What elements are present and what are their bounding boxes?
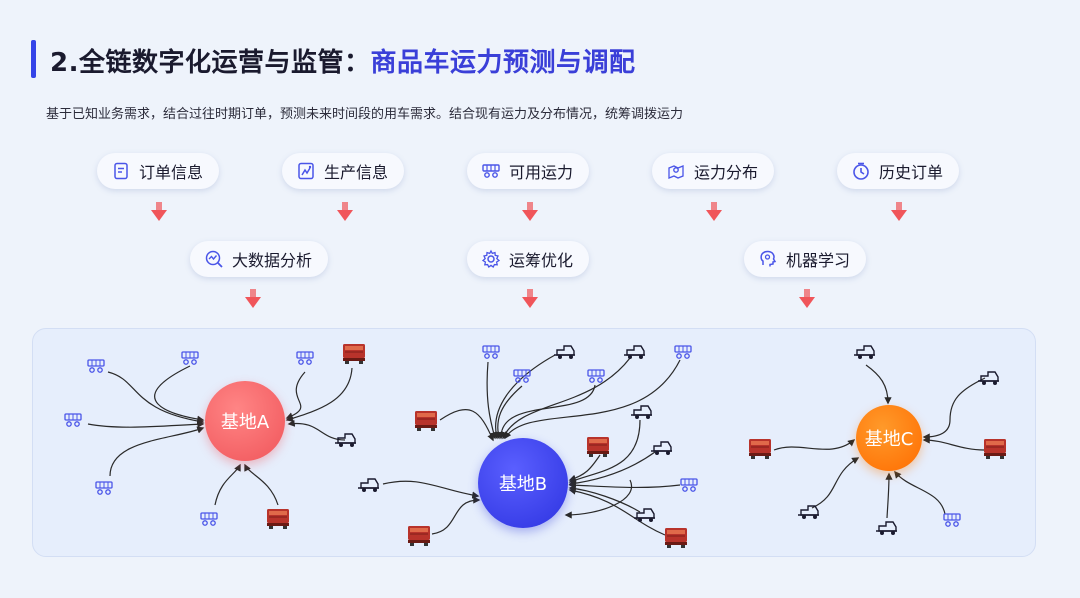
input-label: 运力分布 <box>694 163 759 182</box>
red-truck-icon <box>266 508 290 530</box>
page-title: 2.全链数字化运营与监管：商品车运力预测与调配 <box>50 42 635 79</box>
down-arrow-icon <box>706 202 722 221</box>
red-truck-icon <box>414 410 438 432</box>
car-carrier-icon <box>943 513 961 527</box>
red-truck-icon <box>983 438 1007 460</box>
method-label: 运筹优化 <box>509 251 574 270</box>
red-truck-icon <box>342 343 366 365</box>
input-pill-production: 生产信息 <box>282 153 405 189</box>
input-label: 历史订单 <box>879 163 944 182</box>
input-pill-orders: 订单信息 <box>97 153 220 189</box>
tractor-truck-icon <box>623 345 646 360</box>
method-pill-bigdata: 大数据分析 <box>190 241 329 277</box>
down-arrow-icon <box>891 202 907 221</box>
car-carrier-icon <box>64 413 82 427</box>
tractor-truck-icon <box>797 505 820 520</box>
car-carrier-icon <box>296 351 314 365</box>
base-label: 基地B <box>498 474 548 495</box>
truck-carrier-icon <box>482 164 500 178</box>
car-carrier-icon <box>674 345 692 359</box>
down-arrow-icon <box>151 202 167 221</box>
car-carrier-icon <box>482 345 500 359</box>
analytics-icon <box>205 250 223 268</box>
input-label: 生产信息 <box>324 163 389 182</box>
tractor-truck-icon <box>875 521 898 536</box>
production-icon <box>298 162 314 180</box>
brain-icon <box>760 250 777 267</box>
clock-icon <box>853 162 869 180</box>
down-arrow-icon <box>522 202 538 221</box>
tractor-truck-icon <box>334 433 357 448</box>
car-carrier-icon <box>587 369 605 383</box>
input-label: 可用运力 <box>509 163 574 182</box>
input-pill-history: 历史订单 <box>837 153 960 189</box>
car-carrier-icon <box>95 481 113 495</box>
down-arrow-icon <box>522 289 538 308</box>
car-carrier-icon <box>181 351 199 365</box>
map-pin-icon <box>668 165 684 179</box>
base-a-node: 基地A <box>205 381 285 461</box>
down-arrow-icon <box>337 202 353 221</box>
input-pill-distribution: 运力分布 <box>652 153 775 189</box>
car-carrier-icon <box>200 512 218 526</box>
method-pill-optimization: 运筹优化 <box>467 241 590 277</box>
title-main: 2.全链数字化运营与监管： <box>50 48 371 78</box>
car-carrier-icon <box>680 478 698 492</box>
car-carrier-icon <box>87 359 105 373</box>
tractor-truck-icon <box>630 405 653 420</box>
red-truck-icon <box>748 438 772 460</box>
base-c-node: 基地C <box>856 405 922 471</box>
gear-icon <box>481 249 501 268</box>
method-label: 大数据分析 <box>232 251 313 270</box>
page-subtitle: 基于已知业务需求，结合过往时期订单，预测未来时间段的用车需求。结合现有运力及分布… <box>46 107 684 122</box>
method-pill-ml: 机器学习 <box>744 241 867 277</box>
title-accent-bar <box>31 40 36 78</box>
car-carrier-icon <box>513 369 531 383</box>
tractor-truck-icon <box>977 371 1000 386</box>
method-label: 机器学习 <box>786 251 851 270</box>
base-label: 基地A <box>220 412 270 433</box>
base-label: 基地C <box>864 429 914 450</box>
input-pill-capacity: 可用运力 <box>467 153 590 189</box>
base-b-node: 基地B <box>478 438 568 528</box>
document-icon <box>114 162 128 180</box>
tractor-truck-icon <box>553 345 576 360</box>
input-label: 订单信息 <box>139 163 204 182</box>
down-arrow-icon <box>799 289 815 308</box>
red-truck-icon <box>664 527 688 549</box>
red-truck-icon <box>407 525 431 547</box>
red-truck-icon <box>586 436 610 458</box>
tractor-truck-icon <box>357 478 380 493</box>
title-accent: 商品车运力预测与调配 <box>370 48 636 78</box>
tractor-truck-icon <box>853 345 876 360</box>
down-arrow-icon <box>245 289 261 308</box>
